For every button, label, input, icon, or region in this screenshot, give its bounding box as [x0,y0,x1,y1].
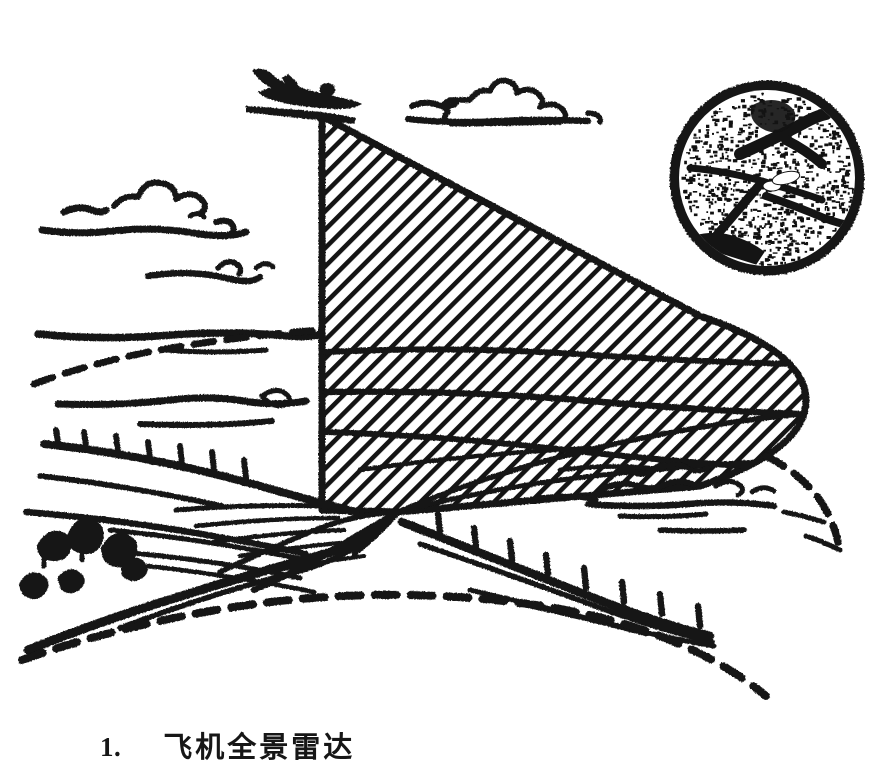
coverage-boundary-bottom [18,590,770,700]
tree-cluster-left [19,518,148,600]
beam-ground-perspective-lines [322,346,803,512]
telegraph-poles-right [434,510,704,630]
clouds-group [38,77,603,285]
road-right [397,517,715,641]
caption-text: 飞机全景雷达 [163,729,356,764]
cloud-upper-right [404,77,603,127]
caption-number: 1. [100,731,122,762]
figure-caption: 1. 飞机全景雷达 [0,716,888,778]
horizon-lines-group [34,329,326,428]
radar-coverage-arc-far [30,326,328,388]
coverage-boundary-right [762,452,842,546]
telegraph-poles-left [53,427,249,481]
beam-outline [318,112,810,516]
scope-screen [679,90,855,266]
cloud-left-lower [144,259,276,285]
radar-scope-inset [669,80,865,276]
radar-coverage-arc-near [18,452,842,700]
village-scrub-right [537,461,778,534]
scope-clutter-speckle [681,92,855,266]
cloud-left-upper [38,179,250,240]
terrain-group [19,427,843,655]
